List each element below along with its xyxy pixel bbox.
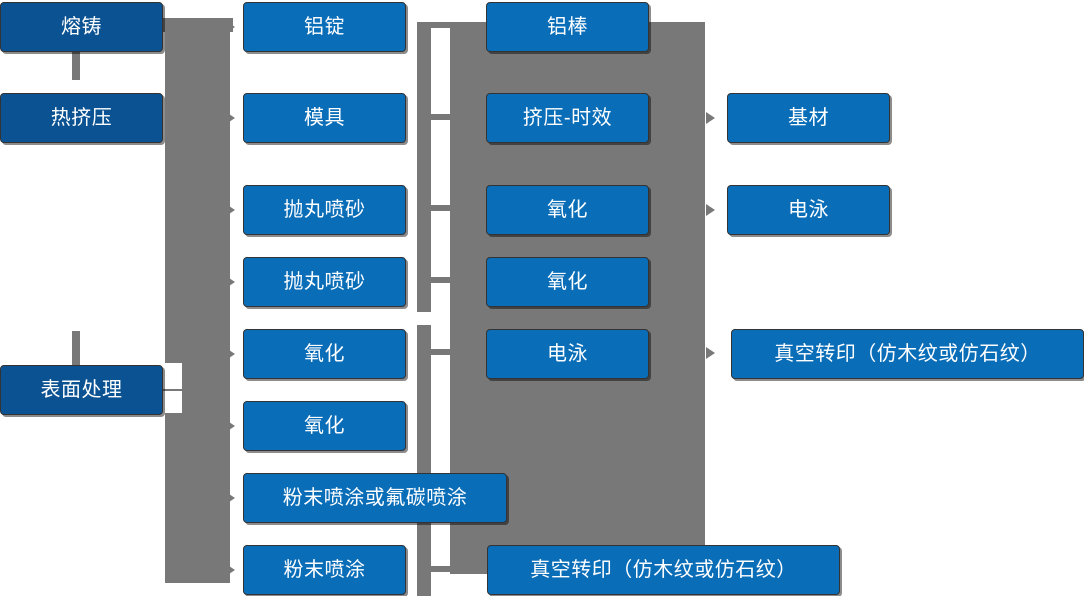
node-box-vacuum-print-1[interactable]: 真空转印（仿木纹或仿石纹） — [487, 545, 840, 595]
node-label-electrophoresis-2: 电泳 — [788, 199, 829, 221]
node-box-aluminum-bar[interactable]: 铝棒 — [486, 2, 649, 52]
node-box-shot-blast-1[interactable]: 抛丸喷砂 — [243, 185, 406, 235]
node-label-vacuum-print-1: 真空转印（仿木纹或仿石纹） — [530, 559, 797, 581]
node-box-powder-or-pvdf[interactable]: 粉末喷涂或氟碳喷涂 — [243, 473, 507, 523]
stage-box-hot-extrude[interactable]: 热挤压 — [0, 93, 163, 143]
connector-stub-melt-cast — [163, 18, 233, 32]
arrow-right-icon-l1 — [226, 21, 235, 33]
node-label-electrophoresis: 电泳 — [547, 343, 588, 365]
stage-label-surface-treat: 表面处理 — [40, 379, 123, 401]
node-box-oxidation-1[interactable]: 氧化 — [243, 329, 406, 379]
node-box-electrophoresis[interactable]: 电泳 — [486, 329, 649, 379]
node-box-shot-blast-2[interactable]: 抛丸喷砂 — [243, 257, 406, 307]
connector-tick-m1 — [428, 22, 454, 28]
node-label-oxidation-4: 氧化 — [547, 271, 588, 293]
stage-box-surface-treat[interactable]: 表面处理 — [0, 365, 163, 415]
arrow-right-icon-r2 — [706, 204, 715, 216]
node-box-mold[interactable]: 模具 — [243, 93, 406, 143]
node-label-aluminum-ingot: 铝锭 — [304, 16, 345, 38]
node-box-aluminum-ingot[interactable]: 铝锭 — [243, 2, 406, 52]
stage-box-melt-cast[interactable]: 熔铸 — [0, 2, 163, 52]
connector-tick-m5 — [428, 349, 454, 355]
node-label-powder-or-pvdf: 粉末喷涂或氟碳喷涂 — [282, 487, 468, 509]
connector-stub-surface-treat — [163, 389, 185, 391]
arrow-right-icon-r3 — [706, 347, 715, 359]
node-label-aluminum-bar: 铝棒 — [547, 16, 588, 38]
connector-elbow-surface-treat — [72, 331, 80, 365]
stage-label-melt-cast: 熔铸 — [61, 16, 102, 38]
arrow-right-icon-l8 — [226, 564, 235, 576]
node-label-oxidation-3: 氧化 — [547, 199, 588, 221]
connector-band-mid-vertical-b — [417, 325, 431, 596]
node-label-oxidation-1: 氧化 — [304, 343, 345, 365]
connector-tick-m6 — [428, 566, 454, 572]
stage-label-hot-extrude: 热挤压 — [50, 107, 113, 129]
node-label-powder-coating: 粉末喷涂 — [283, 559, 366, 581]
connector-tick-m4 — [428, 277, 454, 283]
node-box-electrophoresis-2[interactable]: 电泳 — [727, 185, 890, 235]
arrow-right-icon-r1 — [706, 112, 715, 124]
arrow-right-icon-l3 — [226, 204, 235, 216]
arrow-right-icon-l6 — [226, 420, 235, 432]
node-box-vacuum-print-2[interactable]: 真空转印（仿木纹或仿石纹） — [731, 329, 1084, 379]
connector-elbow-hot-extrude — [72, 32, 80, 80]
node-label-base-material: 基材 — [788, 107, 829, 129]
node-label-mold: 模具 — [304, 107, 345, 129]
node-box-oxidation-4[interactable]: 氧化 — [486, 257, 649, 307]
node-box-oxidation-2[interactable]: 氧化 — [243, 401, 406, 451]
node-box-powder-coating[interactable]: 粉末喷涂 — [243, 545, 406, 595]
connector-band-left-vertical — [165, 18, 230, 583]
arrow-right-icon-l2 — [226, 112, 235, 124]
node-box-base-material[interactable]: 基材 — [727, 93, 890, 143]
connector-tick-m3 — [428, 205, 454, 211]
arrow-right-icon-l4 — [226, 276, 235, 288]
connector-band-mid-vertical-a — [417, 22, 431, 312]
node-box-oxidation-3[interactable]: 氧化 — [486, 185, 649, 235]
node-label-vacuum-print-2: 真空转印（仿木纹或仿石纹） — [774, 343, 1041, 365]
node-label-oxidation-2: 氧化 — [304, 415, 345, 437]
arrow-right-icon-l5 — [226, 348, 235, 360]
node-box-extrude-aging[interactable]: 挤压-时效 — [486, 93, 649, 143]
node-label-shot-blast-1: 抛丸喷砂 — [283, 199, 366, 221]
node-label-shot-blast-2: 抛丸喷砂 — [283, 271, 366, 293]
connector-tick-m2 — [428, 114, 454, 120]
node-label-extrude-aging: 挤压-时效 — [522, 107, 613, 129]
arrow-right-icon-l7 — [226, 492, 235, 504]
